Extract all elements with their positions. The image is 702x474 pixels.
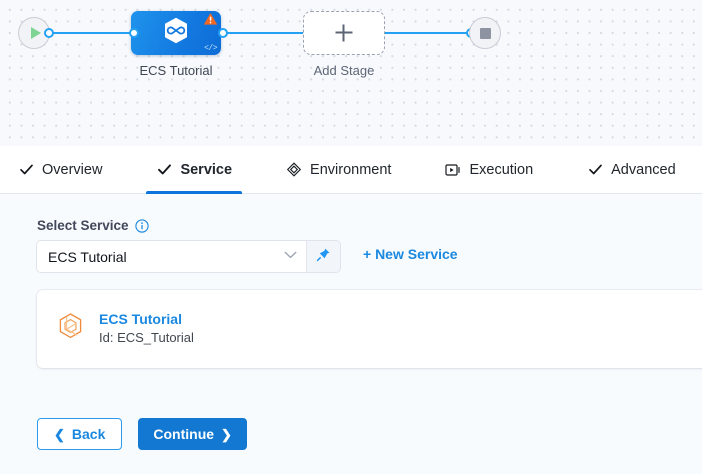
- select-service-control: ECS Tutorial: [37, 241, 340, 272]
- service-dropdown-value: ECS Tutorial: [48, 248, 127, 265]
- wizard-footer-buttons: ❮ Back Continue ❯: [37, 418, 247, 450]
- stage-node-label: ECS Tutorial: [139, 63, 213, 78]
- check-icon: [18, 162, 34, 178]
- harness-hexagon-icon: [163, 17, 189, 50]
- info-icon[interactable]: [134, 218, 149, 233]
- stage-input-handle[interactable]: [129, 28, 139, 38]
- tab-overview[interactable]: Overview: [14, 146, 106, 193]
- select-service-label: Select Service: [37, 218, 149, 233]
- edge-add-to-end: [383, 32, 477, 34]
- play-icon: [30, 27, 41, 39]
- warning-triangle-icon: [203, 12, 218, 31]
- pin-service-button[interactable]: [307, 241, 340, 272]
- stage-node-ecs-tutorial[interactable]: </>: [131, 11, 221, 55]
- new-service-button[interactable]: + New Service: [363, 246, 458, 262]
- service-config-panel: Select Service ECS Tutorial: [0, 194, 702, 474]
- service-card-id: Id: ECS_Tutorial: [99, 330, 194, 346]
- pipeline-canvas[interactable]: </> ECS Tutorial Add Stage: [0, 0, 702, 146]
- edge-start-to-stage: [42, 32, 134, 34]
- back-button[interactable]: ❮ Back: [37, 418, 123, 450]
- tab-service-label: Service: [180, 161, 233, 178]
- chevron-down-icon: [284, 251, 297, 262]
- tab-execution-label: Execution: [469, 161, 534, 178]
- add-stage-button[interactable]: [303, 11, 385, 55]
- tab-service[interactable]: Service: [146, 146, 242, 194]
- start-node-handle[interactable]: [44, 28, 54, 38]
- tab-overview-label: Overview: [42, 161, 103, 178]
- stage-output-handle[interactable]: [218, 28, 228, 38]
- service-card[interactable]: ECS Tutorial Id: ECS_Tutorial: [37, 290, 702, 368]
- tab-execution[interactable]: Execution: [441, 146, 537, 193]
- add-stage-label: Add Stage: [313, 63, 375, 78]
- service-dropdown[interactable]: ECS Tutorial: [37, 241, 307, 272]
- tab-environment-label: Environment: [310, 161, 392, 178]
- stop-icon: [479, 27, 491, 39]
- check-icon: [587, 162, 603, 178]
- tab-environment[interactable]: Environment: [282, 146, 395, 193]
- chevron-right-icon: ❯: [221, 426, 232, 442]
- pin-icon: [316, 247, 331, 267]
- layers-diamond-icon: [286, 161, 302, 178]
- aws-cube-icon: [56, 311, 85, 347]
- check-icon: [156, 162, 172, 178]
- select-service-label-text: Select Service: [37, 218, 129, 233]
- continue-button[interactable]: Continue ❯: [138, 418, 247, 450]
- continue-button-label: Continue: [153, 426, 215, 442]
- plus-icon: [335, 24, 353, 42]
- tab-advanced[interactable]: Advanced: [583, 146, 680, 193]
- tab-advanced-label: Advanced: [611, 161, 676, 178]
- code-brackets-icon: </>: [204, 44, 217, 53]
- back-button-label: Back: [71, 426, 106, 442]
- service-card-name[interactable]: ECS Tutorial: [99, 311, 182, 328]
- play-box-icon: [445, 162, 461, 178]
- stage-config-tabs: Overview Service Environment: [0, 146, 702, 194]
- edge-stage-to-add: [223, 32, 305, 34]
- chevron-left-icon: ❮: [54, 426, 65, 442]
- pipeline-end-node[interactable]: [469, 17, 501, 49]
